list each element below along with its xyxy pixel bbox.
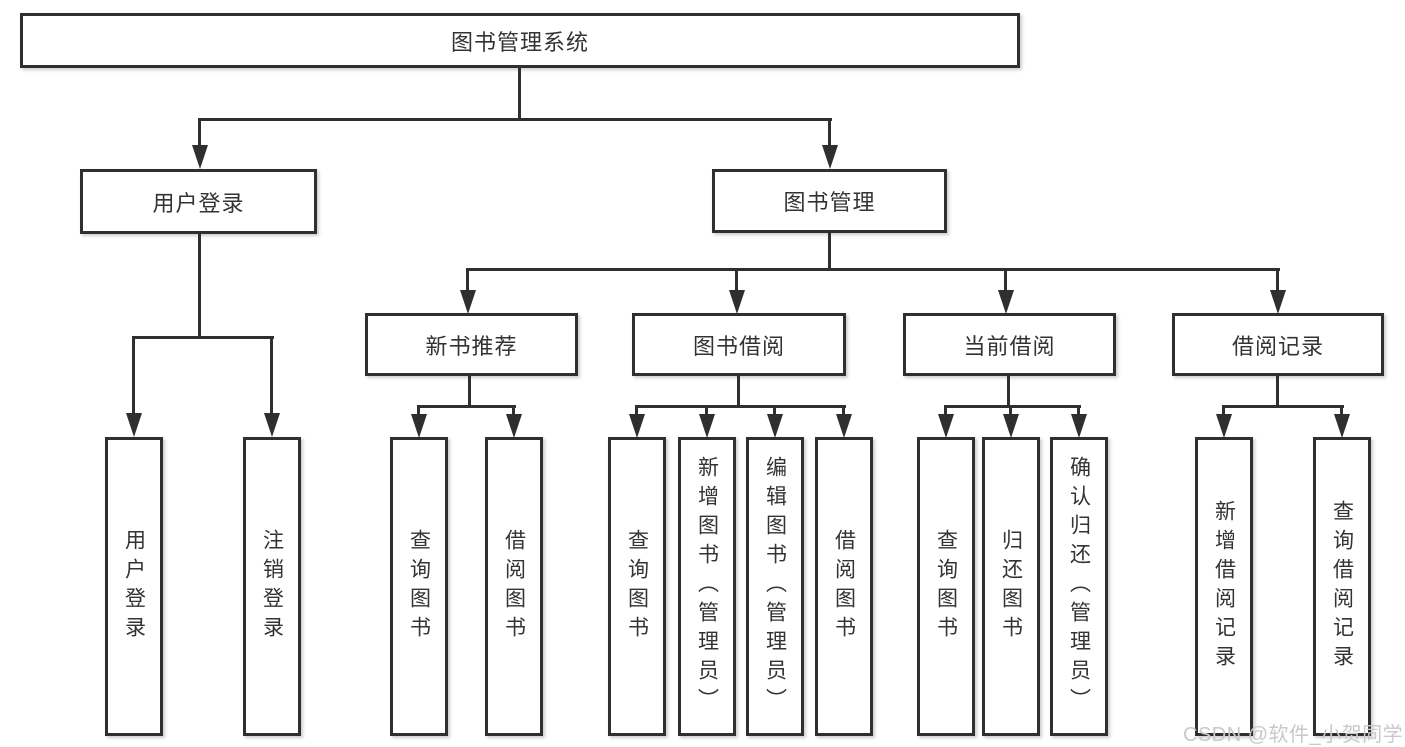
leaf-label: 查询借阅记录: [1330, 499, 1354, 674]
connector-line: [417, 405, 516, 408]
node-label: 新书推荐: [425, 333, 518, 359]
leaf-query-books-3: 查询图书: [917, 437, 975, 736]
arrow-down-icon: [938, 414, 954, 438]
connector-line: [198, 118, 201, 148]
connector-line: [1276, 376, 1279, 408]
csdn-watermark: CSDN @软件_小贺同学: [1183, 724, 1404, 746]
leaf-user-login: 用户登录: [105, 437, 163, 736]
arrow-down-icon: [699, 414, 715, 438]
arrow-down-icon: [629, 414, 645, 438]
leaf-label: 查询图书: [625, 528, 649, 645]
arrow-down-icon: [1334, 414, 1350, 438]
leaf-logout: 注销登录: [243, 437, 301, 736]
connector-line: [198, 118, 832, 121]
leaf-borrow-books-2: 借阅图书: [815, 437, 873, 736]
connector-line: [1340, 405, 1343, 417]
arrow-down-icon: [767, 414, 783, 438]
connector-line: [466, 268, 469, 294]
connector-line: [1222, 405, 1225, 417]
arrow-down-icon: [822, 145, 838, 169]
leaf-query-books-2: 查询图书: [608, 437, 666, 736]
node-label: 用户登录: [152, 190, 245, 216]
leaf-query-books-1: 查询图书: [390, 437, 448, 736]
leaf-return-books: 归还图书: [982, 437, 1040, 736]
connector-line: [1007, 376, 1010, 408]
node-label: 借阅记录: [1231, 333, 1324, 359]
leaf-label: 查询图书: [934, 528, 958, 645]
arrow-down-icon: [411, 414, 427, 438]
connector-line: [270, 336, 273, 414]
leaf-label: 新增图书（管理员）: [695, 456, 719, 717]
leaf-label: 编辑图书（管理员）: [763, 456, 787, 717]
node-label: 图书借阅: [692, 333, 785, 359]
arrow-down-icon: [836, 414, 852, 438]
connector-line: [1077, 405, 1080, 417]
node-borrow-records: 借阅记录: [1172, 313, 1384, 376]
connector-line: [828, 233, 831, 271]
arrow-down-icon: [460, 290, 476, 314]
arrow-down-icon: [264, 413, 280, 437]
connector-line: [518, 68, 521, 120]
connector-line: [635, 405, 638, 417]
leaf-add-borrow-record: 新增借阅记录: [1195, 437, 1253, 736]
node-current-borrow: 当前借阅: [903, 313, 1116, 376]
leaf-label: 借阅图书: [832, 528, 856, 645]
connector-line: [944, 405, 1081, 408]
node-book-management: 图书管理: [712, 169, 947, 233]
connector-line: [944, 405, 947, 417]
leaf-label: 确认归还（管理员）: [1067, 456, 1091, 717]
node-root: 图书管理系统: [20, 13, 1020, 68]
connector-line: [842, 405, 845, 417]
leaf-add-books-admin: 新增图书（管理员）: [678, 437, 736, 736]
connector-line: [198, 234, 201, 338]
leaf-borrow-books-1: 借阅图书: [485, 437, 543, 736]
leaf-confirm-return-admin: 确认归还（管理员）: [1050, 437, 1108, 736]
connector-line: [828, 118, 831, 148]
node-new-book-recommend: 新书推荐: [365, 313, 578, 376]
connector-line: [705, 405, 708, 417]
leaf-label: 借阅图书: [502, 528, 526, 645]
connector-line: [132, 336, 135, 414]
connector-line: [773, 405, 776, 417]
connector-line: [1276, 268, 1279, 294]
arrow-down-icon: [192, 145, 208, 169]
arrow-down-icon: [1071, 414, 1087, 438]
leaf-label: 归还图书: [999, 528, 1023, 645]
connector-line: [735, 268, 738, 294]
arrow-down-icon: [1270, 290, 1286, 314]
connector-line: [1009, 405, 1012, 417]
arrow-down-icon: [506, 414, 522, 438]
node-label: 当前借阅: [963, 333, 1056, 359]
node-user-login: 用户登录: [80, 169, 317, 234]
connector-line: [737, 376, 740, 408]
connector-line: [132, 336, 274, 339]
node-root-label: 图书管理系统: [450, 29, 589, 55]
connector-line: [635, 405, 846, 408]
connector-line: [417, 405, 420, 417]
leaf-label: 用户登录: [122, 528, 146, 645]
leaf-edit-books-admin: 编辑图书（管理员）: [746, 437, 804, 736]
arrow-down-icon: [729, 290, 745, 314]
leaf-label: 查询图书: [407, 528, 431, 645]
leaf-query-borrow-record: 查询借阅记录: [1313, 437, 1371, 736]
connector-line: [512, 405, 515, 417]
leaf-label: 注销登录: [260, 528, 284, 645]
arrow-down-icon: [126, 413, 142, 437]
node-label: 图书管理: [783, 190, 876, 215]
connector-line: [466, 268, 1280, 271]
leaf-label: 新增借阅记录: [1212, 499, 1236, 674]
arrow-down-icon: [1003, 414, 1019, 438]
connector-line: [468, 376, 471, 408]
connector-line: [1222, 405, 1344, 408]
arrow-down-icon: [1216, 414, 1232, 438]
node-book-borrow: 图书借阅: [632, 313, 846, 376]
connector-line: [1004, 268, 1007, 294]
arrow-down-icon: [998, 290, 1014, 314]
